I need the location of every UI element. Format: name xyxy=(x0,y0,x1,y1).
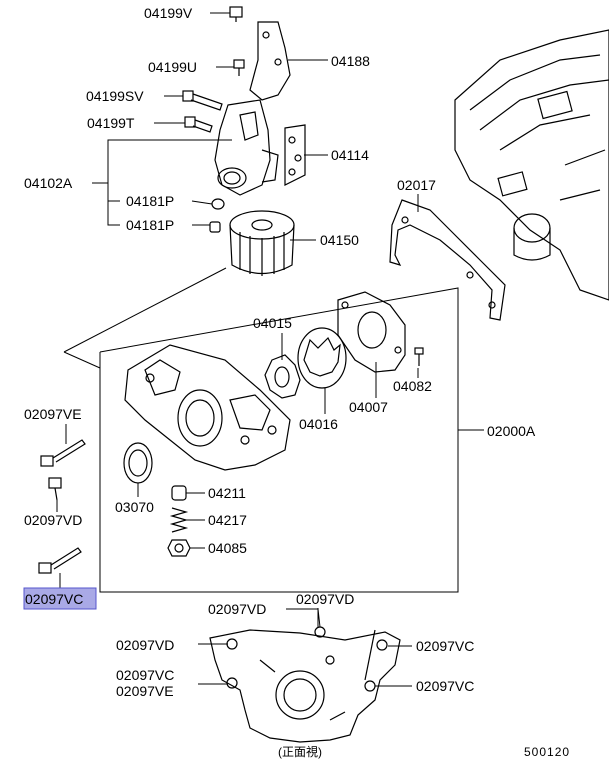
label-04199SV[interactable]: 04199SV xyxy=(86,88,144,104)
inner-rotor-04015-illustration xyxy=(264,354,301,399)
label-front-02097VD-left[interactable]: 02097VD xyxy=(116,637,174,653)
label-04199T[interactable]: 04199T xyxy=(87,115,135,131)
label-03070[interactable]: 03070 xyxy=(115,499,154,515)
label-04181P-b[interactable]: 04181P xyxy=(126,217,174,233)
engine-block-illustration xyxy=(454,29,609,301)
selected-part-highlight[interactable] xyxy=(23,587,97,610)
bolt-04199U-illustration xyxy=(233,59,245,76)
label-02017[interactable]: 02017 xyxy=(397,177,436,193)
gasket-04114-illustration xyxy=(284,124,306,186)
oil-pump-body-illustration xyxy=(124,344,291,471)
label-front-02097VE-left[interactable]: 02097VE xyxy=(116,683,174,699)
outer-rotor-04016-illustration xyxy=(297,327,347,389)
oil-pump-box-outline xyxy=(63,267,459,593)
oil-seal-03070-illustration xyxy=(123,442,153,484)
plug-04181P-illustration xyxy=(209,198,225,233)
label-front-02097VC-right-top[interactable]: 02097VC xyxy=(416,638,474,654)
bolt-02097VD-illustration xyxy=(48,477,62,501)
bolt-04199V-illustration xyxy=(229,6,243,22)
plug-04085-illustration xyxy=(167,539,191,557)
label-04015[interactable]: 04015 xyxy=(253,315,292,331)
label-front-02097VD-top-left[interactable]: 02097VD xyxy=(208,601,266,617)
label-04102A[interactable]: 04102A xyxy=(24,175,73,191)
label-04199V[interactable]: 04199V xyxy=(144,5,193,21)
gasket-02017-illustration xyxy=(389,199,506,321)
front-view-illustration xyxy=(209,626,401,743)
label-04007[interactable]: 04007 xyxy=(349,399,388,415)
label-04114[interactable]: 04114 xyxy=(331,147,369,163)
screw-04082-illustration xyxy=(414,347,424,366)
filter-bracket-04102A-illustration xyxy=(214,99,279,196)
front-view-caption: (正面視) xyxy=(278,744,322,759)
label-04199U[interactable]: 04199U xyxy=(148,59,197,75)
bracket-04188-illustration xyxy=(249,21,291,101)
cover-04007-illustration xyxy=(337,291,406,373)
label-04211[interactable]: 04211 xyxy=(208,485,246,501)
bracket-lines-04102A xyxy=(92,139,232,226)
label-02097VE[interactable]: 02097VE xyxy=(24,406,82,422)
oil-filter-04150-illustration xyxy=(229,210,295,276)
label-02097VC-selected[interactable]: 02097VC xyxy=(25,591,83,607)
label-04016[interactable]: 04016 xyxy=(299,416,338,432)
label-front-02097VC-left[interactable]: 02097VC xyxy=(116,667,174,683)
label-02000A[interactable]: 02000A xyxy=(487,423,536,439)
label-04181P-a[interactable]: 04181P xyxy=(126,193,174,209)
spring-04217-illustration xyxy=(169,507,189,533)
label-04217[interactable]: 04217 xyxy=(208,512,247,528)
plunger-04211-illustration xyxy=(171,485,187,501)
label-04082[interactable]: 04082 xyxy=(393,378,432,394)
bolt-02097VC-illustration xyxy=(38,547,82,574)
label-02097VD[interactable]: 02097VD xyxy=(24,512,82,528)
leader-lines xyxy=(56,12,484,687)
bolt-04199T-illustration xyxy=(184,116,213,133)
label-04150[interactable]: 04150 xyxy=(320,232,359,248)
label-04085[interactable]: 04085 xyxy=(208,540,247,556)
label-front-02097VC-right-bottom[interactable]: 02097VC xyxy=(416,678,474,694)
diagram-id: 500120 xyxy=(524,745,570,759)
bolt-02097VE-illustration xyxy=(40,439,86,467)
label-front-02097VD-top-right[interactable]: 02097VD xyxy=(296,591,354,607)
label-04188[interactable]: 04188 xyxy=(331,53,370,69)
part-labels: 04199V 04188 04199U 04199SV 04199T 04114… xyxy=(24,5,570,759)
bolt-04199SV-illustration xyxy=(182,90,223,111)
